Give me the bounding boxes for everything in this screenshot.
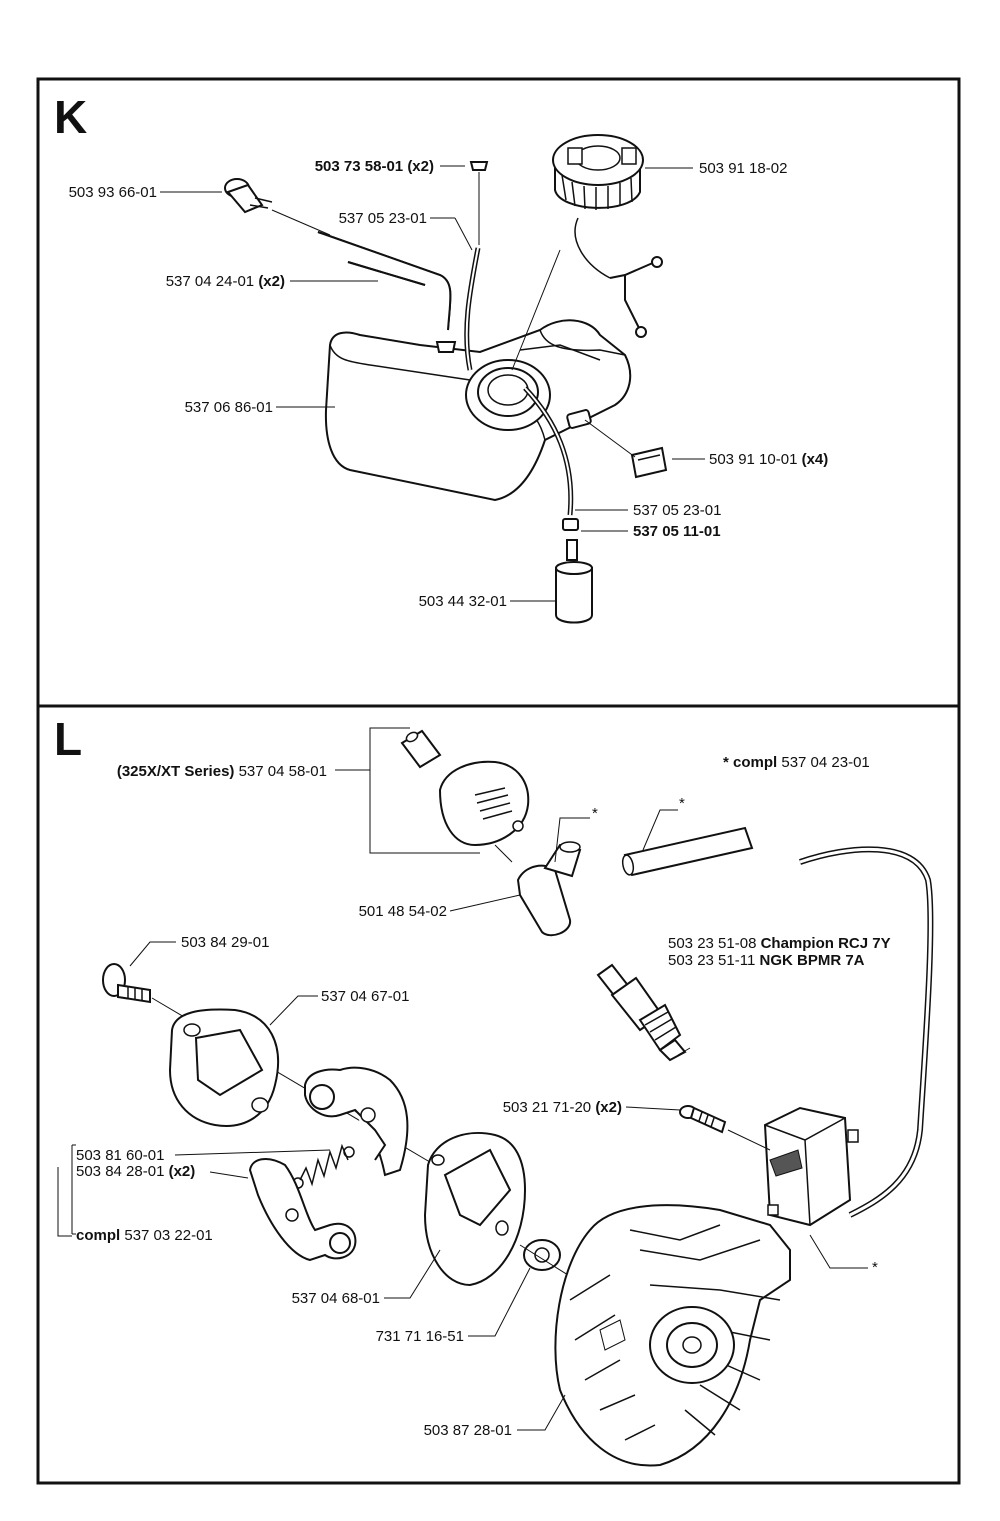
clutch-plate-bottom <box>423 1132 527 1287</box>
label-clutch-compl: compl 537 03 22-01 <box>76 1227 213 1244</box>
clutch-plate-top <box>168 1008 280 1127</box>
fuel-filter <box>555 539 593 624</box>
label-boot-cover: (325X/XT Series) 537 04 58-01 <box>117 763 327 780</box>
label-hose-top: 537 05 23-01 <box>339 210 427 227</box>
section-k-leaders <box>160 165 705 602</box>
flywheel <box>554 1204 791 1467</box>
tube <box>621 826 754 877</box>
clutch-shoe-lower <box>248 1158 357 1262</box>
section-l-leaders <box>57 769 868 1431</box>
cap-screw <box>469 161 489 245</box>
label-compl-note: * compl 537 04 23-01 <box>723 754 870 771</box>
label-fuel-filter: 503 44 32-01 <box>419 593 507 610</box>
pin <box>400 729 442 769</box>
hose-ring <box>562 518 579 531</box>
boot-cover-bracket <box>369 727 480 854</box>
star-tube: * <box>679 795 685 812</box>
label-clutch-bolt: 503 84 29-01 <box>181 934 269 951</box>
label-spring: 503 81 60-01 <box>76 1147 164 1164</box>
label-spark-plug-2: 503 23 51-11 NGK BPMR 7A <box>668 952 865 969</box>
fuel-cap <box>552 134 663 338</box>
section-k-letter: K <box>54 91 87 143</box>
plug-cap <box>516 841 582 937</box>
section-l-frame <box>36 704 961 1485</box>
label-screw: 503 21 71-20 (x2) <box>503 1099 622 1116</box>
clutch-bolt <box>102 963 441 1169</box>
label-washer: 731 71 16-51 <box>376 1328 464 1345</box>
label-flywheel: 503 87 28-01 <box>424 1422 512 1439</box>
label-rubber-pad: 503 91 10-01 (x4) <box>709 451 828 468</box>
ignition-module <box>763 1106 859 1227</box>
label-primer-bulb: 503 93 66-01 <box>69 184 157 201</box>
screw <box>679 1105 771 1151</box>
label-fuel-hose: 537 05 23-01 <box>633 502 721 519</box>
washer <box>523 1239 561 1271</box>
label-fuel-cap: 503 91 18-02 <box>699 160 787 177</box>
label-clutch-shoe: 503 84 28-01 (x2) <box>76 1163 195 1180</box>
star-plug-cap: * <box>592 805 598 822</box>
spark-plug <box>596 963 691 1062</box>
label-fuel-tank: 537 06 86-01 <box>185 399 273 416</box>
clutch-shoe-upper <box>304 1066 409 1177</box>
rubber-pad <box>630 446 668 479</box>
boot-cover <box>438 760 530 863</box>
label-clutch-plate-top: 537 04 67-01 <box>321 988 409 1005</box>
label-clutch-plate-bottom: 537 04 68-01 <box>292 1290 380 1307</box>
label-spark-plug-1: 503 23 51-08 Champion RCJ 7Y <box>668 935 891 952</box>
star-ignition-module: * <box>872 1259 878 1276</box>
label-hose-pair: 537 04 24-01 (x2) <box>166 273 285 290</box>
label-plug-cap: 501 48 54-02 <box>359 903 447 920</box>
label-hose-ring: 537 05 11-01 <box>633 523 721 540</box>
fuel-tank-assembly <box>324 319 632 502</box>
label-cap-screw: 503 73 58-01 (x2) <box>315 158 434 175</box>
spring <box>292 1143 355 1189</box>
primer-bulb <box>224 178 331 236</box>
section-l-letter: L <box>54 713 82 765</box>
